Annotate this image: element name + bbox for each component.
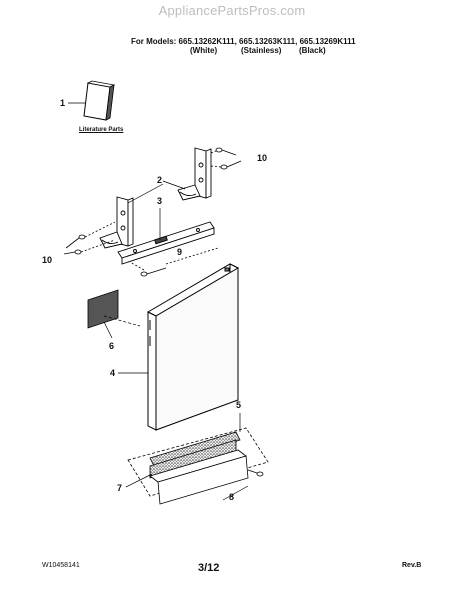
callout-9: 9: [177, 247, 183, 257]
revision: Rev.B: [402, 562, 422, 569]
callout-10-top: 10: [257, 153, 268, 163]
variant-white: (White): [190, 46, 218, 55]
leader-lines: [103, 180, 249, 501]
callout-3: 3: [157, 196, 163, 206]
screws-left: [63, 221, 116, 255]
callout-5: 5: [236, 400, 242, 410]
page-number: 3/12: [198, 562, 220, 574]
screws-top: [210, 147, 242, 170]
mounting-rail: [117, 221, 215, 265]
callout-10-left: 10: [42, 255, 53, 265]
callout-2: 2: [157, 175, 163, 185]
literature-booklet: [68, 80, 116, 121]
callout-6: 6: [109, 341, 115, 351]
variant-stainless: (Stainless): [241, 46, 282, 55]
literature-parts-label: Literature Parts: [79, 127, 124, 133]
models-line: For Models: 665.13262K111, 665.13263K111…: [131, 37, 356, 46]
lower-panel-assembly: [127, 427, 269, 505]
callout-8: 8: [229, 492, 235, 502]
variant-black: (Black): [299, 46, 326, 55]
door-panel: [146, 263, 240, 431]
callout-1: 1: [60, 98, 66, 108]
watermark: AppliancePartsPros.com: [158, 3, 306, 18]
document-number: W10458141: [42, 562, 80, 569]
callout-4: 4: [110, 368, 116, 378]
callout-7: 7: [117, 483, 123, 493]
insulation-pad: [87, 289, 141, 329]
right-hinge-bracket: [177, 147, 212, 201]
left-hinge-bracket: [99, 196, 134, 249]
rail-screw: [129, 247, 219, 277]
